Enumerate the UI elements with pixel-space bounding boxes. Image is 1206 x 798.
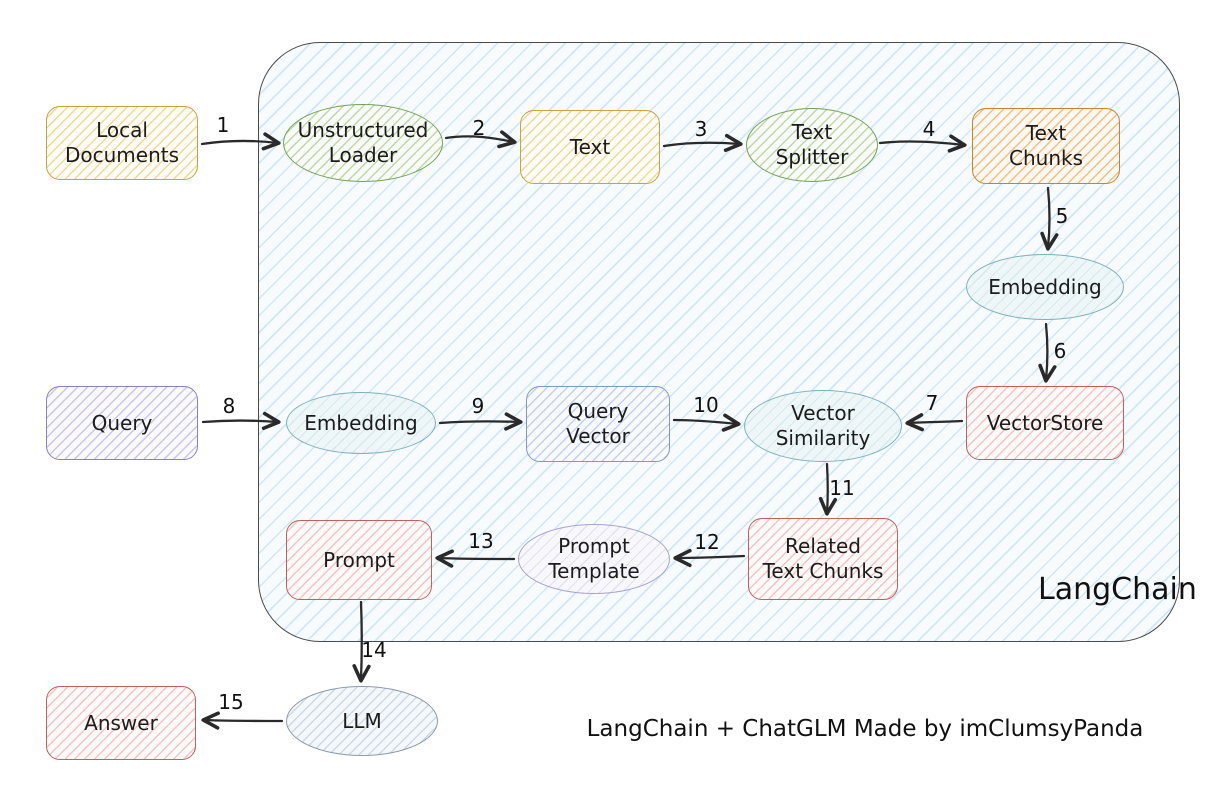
node-label: Prompt Template xyxy=(548,534,640,583)
node-query-vector: Query Vector xyxy=(526,386,670,462)
edge-label-1: 1 xyxy=(216,113,230,137)
node-answer: Answer xyxy=(46,686,196,760)
node-label: Answer xyxy=(84,710,158,735)
node-label: Related Text Chunks xyxy=(762,534,884,583)
node-label: Embedding xyxy=(988,274,1102,299)
node-label: Unstructured Loader xyxy=(297,118,429,167)
edge-label-11: 11 xyxy=(829,476,855,500)
edge-label-13: 13 xyxy=(468,529,494,553)
node-label: Text Splitter xyxy=(775,120,849,169)
node-label: Embedding xyxy=(304,410,418,435)
node-label: Local Documents xyxy=(64,118,180,167)
edge-label-5: 5 xyxy=(1055,204,1069,228)
node-embedding-store: Embedding xyxy=(966,254,1124,320)
node-related-text-chunks: Related Text Chunks xyxy=(748,518,898,600)
edge-label-14: 14 xyxy=(361,638,387,662)
node-embedding-query: Embedding xyxy=(286,392,436,454)
edge-label-12: 12 xyxy=(694,530,720,554)
edge-label-3: 3 xyxy=(694,117,708,141)
node-prompt-template: Prompt Template xyxy=(518,524,670,594)
node-text-chunks: Text Chunks xyxy=(972,108,1120,184)
node-label: Text Chunks xyxy=(1009,121,1083,170)
node-text-splitter: Text Splitter xyxy=(746,108,878,182)
edge-label-9: 9 xyxy=(471,394,485,418)
node-text: Text xyxy=(520,110,660,184)
edge-label-8: 8 xyxy=(222,394,236,418)
edge-label-15: 15 xyxy=(218,690,244,714)
diagram-caption: LangChain + ChatGLM Made by imClumsyPand… xyxy=(586,716,1144,742)
langchain-group-label: LangChain xyxy=(1038,572,1197,607)
node-label: Query Vector xyxy=(566,399,630,448)
edge-label-4: 4 xyxy=(922,117,936,141)
node-prompt: Prompt xyxy=(286,520,432,600)
node-unstructured-loader: Unstructured Loader xyxy=(283,104,443,182)
node-vectorstore: VectorStore xyxy=(966,386,1124,460)
node-label: Text xyxy=(569,134,611,159)
edge-label-7: 7 xyxy=(925,391,939,415)
node-llm: LLM xyxy=(286,686,438,756)
node-vector-similarity: Vector Similarity xyxy=(744,390,902,462)
node-label: LLM xyxy=(342,708,382,733)
node-label: Prompt xyxy=(323,547,395,572)
edge-label-6: 6 xyxy=(1053,339,1067,363)
node-label: VectorStore xyxy=(986,410,1104,435)
node-label: Vector Similarity xyxy=(775,401,871,450)
edge-label-10: 10 xyxy=(693,393,719,417)
edge-15-llm-to-answer xyxy=(201,711,284,730)
node-label: Query xyxy=(91,410,153,435)
node-query: Query xyxy=(46,386,198,460)
node-local-documents: Local Documents xyxy=(46,106,198,180)
edge-label-2: 2 xyxy=(472,116,486,140)
